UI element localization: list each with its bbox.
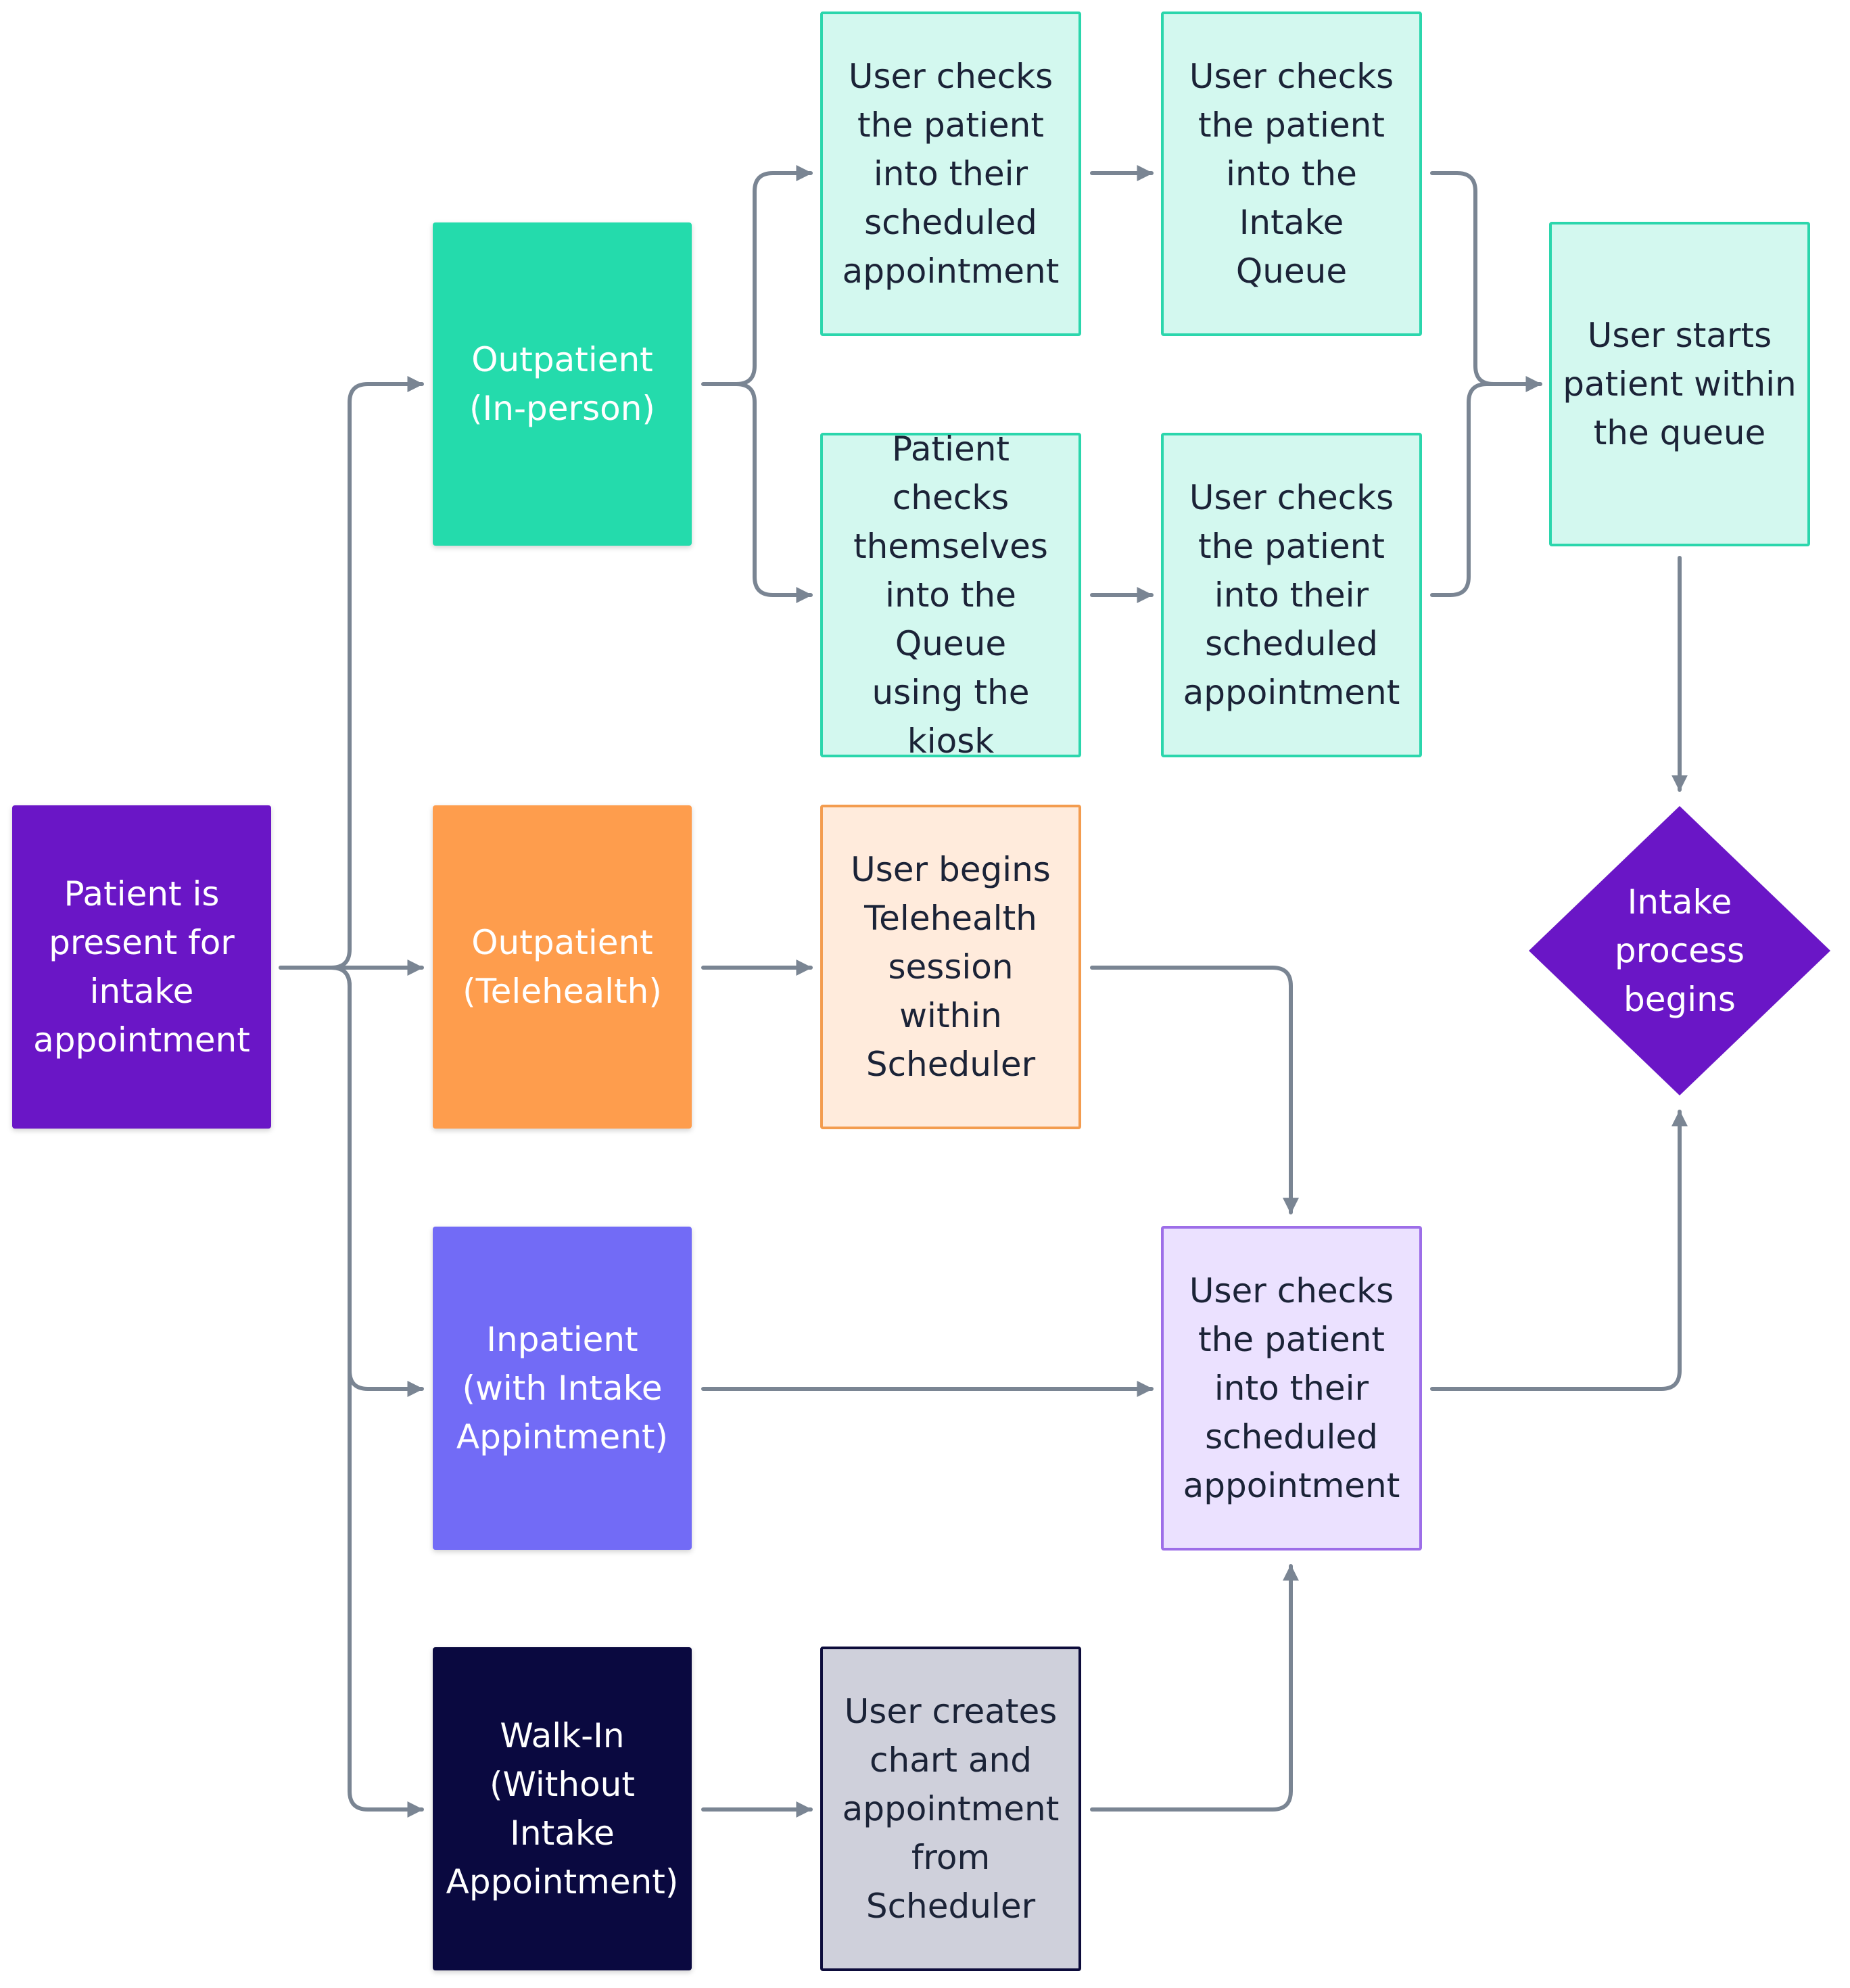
node-outpatient-inperson-text: Outpatient (In-person) [469, 340, 655, 428]
intake-begins-diamond [1529, 806, 1830, 1095]
node-start-in-queue: User starts patient within the queue [1549, 222, 1810, 546]
node-checkin-intake-queue-text: User checks the patient into the Intake … [1189, 57, 1394, 291]
connector-start-to-walkin [329, 966, 424, 1818]
node-create-chart: User creates chart and appointment from … [820, 1647, 1081, 1971]
node-checkin-scheduled-main-text: User checks the patient into their sched… [1183, 1271, 1400, 1505]
connector-checkin-main-to-intake-begins [1430, 1110, 1688, 1391]
node-checkin-scheduled-mid-text: User checks the patient into their sched… [1183, 478, 1400, 712]
connector-intake-queue-to-start-queue [1430, 171, 1542, 392]
node-patient-present-text: Patient is present for intake appointmen… [33, 874, 250, 1060]
connector-create-chart-to-checkin-main [1090, 1564, 1299, 1812]
connector-start-to-outpatient-inperson [279, 376, 424, 970]
node-telehealth-session-text: User begins Telehealth session within Sc… [851, 850, 1051, 1084]
node-kiosk-selfcheck: Patient checks themselves into the Queue… [820, 429, 1081, 761]
node-kiosk-selfcheck-text: Patient checks themselves into the Queue… [853, 429, 1048, 761]
node-telehealth-session: User begins Telehealth session within Sc… [820, 805, 1081, 1129]
node-start-in-queue-text: User starts patient within the queue [1563, 316, 1797, 452]
node-patient-present: Patient is present for intake appointmen… [12, 805, 271, 1129]
node-intake-begins: Intake process begins [1527, 805, 1832, 1097]
node-inpatient: Inpatient (with Intake Appintment) [433, 1227, 692, 1550]
connector-inperson-to-kiosk [734, 382, 813, 603]
node-checkin-scheduled-mid: User checks the patient into their sched… [1161, 433, 1422, 757]
node-outpatient-telehealth-text: Outpatient (Telehealth) [462, 923, 662, 1011]
node-checkin-intake-queue: User checks the patient into the Intake … [1161, 11, 1422, 336]
node-checkin-scheduled-top: User checks the patient into their sched… [820, 11, 1081, 336]
node-checkin-scheduled-top-text: User checks the patient into their sched… [842, 57, 1060, 291]
node-intake-begins-text: Intake process begins [1614, 882, 1745, 1019]
node-outpatient-telehealth: Outpatient (Telehealth) [433, 805, 692, 1129]
connector-checkin-mid-to-start-queue [1430, 382, 1496, 597]
connector-start-to-inpatient [329, 966, 424, 1397]
node-walkin-text: Walk-In (Without Intake Appointment) [446, 1716, 679, 1901]
node-create-chart-text: User creates chart and appointment from … [842, 1692, 1060, 1926]
connector-session-to-checkin-main [1090, 966, 1299, 1214]
node-inpatient-text: Inpatient (with Intake Appintment) [456, 1320, 669, 1457]
node-outpatient-inperson: Outpatient (In-person) [433, 222, 692, 546]
node-walkin: Walk-In (Without Intake Appointment) [433, 1647, 692, 1970]
node-checkin-scheduled-main: User checks the patient into their sched… [1161, 1226, 1422, 1551]
connector-inperson-to-checkin-scheduled [701, 165, 813, 386]
